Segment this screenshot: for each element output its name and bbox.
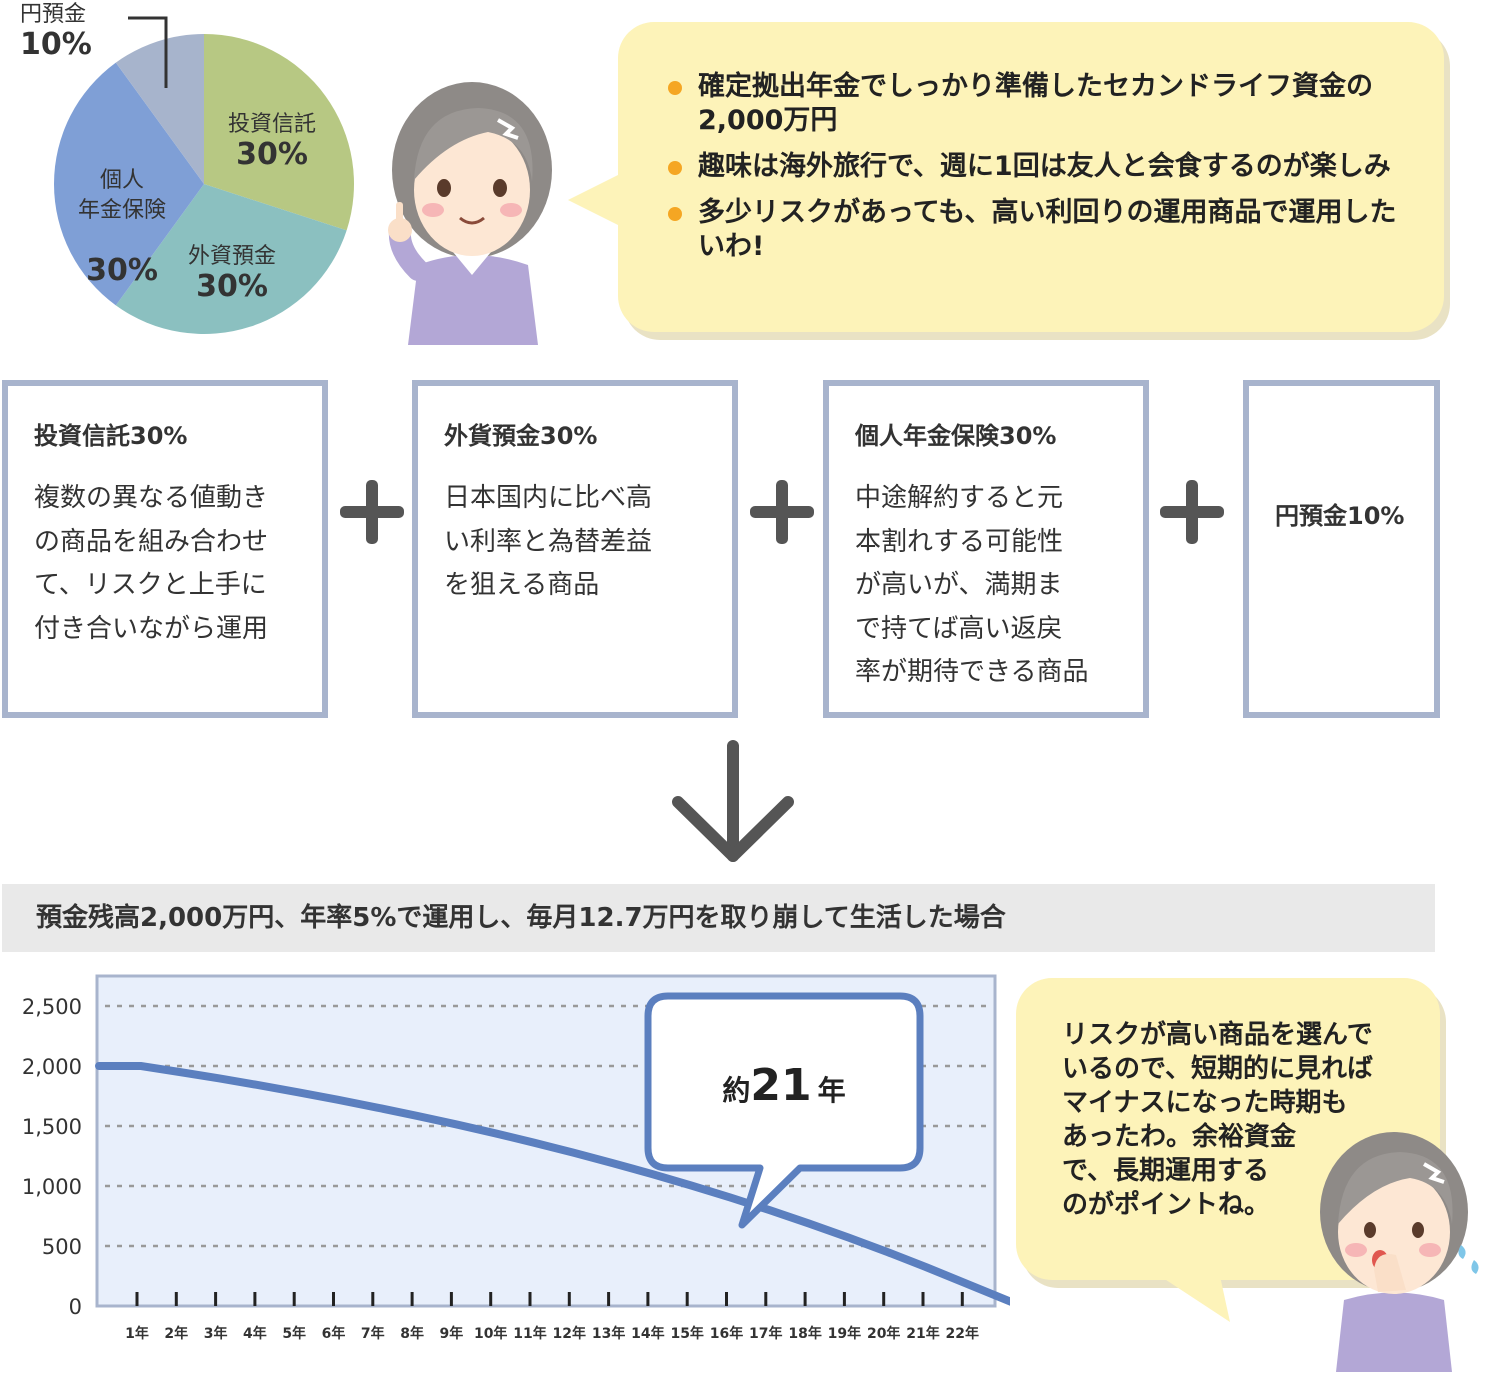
y-tick-label: 500 [42,1235,82,1259]
x-tick-label: 5年 [282,1325,306,1342]
x-tick-label: 7年 [361,1325,385,1342]
card-gaika: 外貨預金30% 日本国内に比べ高 い利率と為替差益 を狙える商品 [412,380,738,718]
pie-slice [204,34,354,231]
pie-chart [54,16,354,334]
card-body: 中途解約すると元 本割れする可能性 が高いが、満期ま で持てば高い返戻 率が期待… [855,483,1089,687]
pie-slice-percent: 30% [196,269,268,304]
x-tick-label: 10年 [474,1325,507,1342]
pie-slice [115,34,204,184]
x-tick-label: 18年 [788,1325,821,1342]
arrow-down-icon [672,740,794,862]
card-title: 円預金10% [1275,502,1405,530]
card-yen: 円預金10% [1243,380,1440,718]
card-kojin-nenkin: 個人年金保険30% 中途解約すると元 本割れする可能性 が高いが、満期ま で持て… [823,380,1149,718]
advice-text: リスクが高い商品を選んで いるので、短期的に見れば マイナスになった時期も あっ… [1062,1020,1373,1220]
pie-slice-label: 投資信託 [227,112,316,137]
callout-suffix: 年 [818,1074,846,1107]
speech-bubble-tail [1160,1276,1230,1322]
plus-icon [1160,480,1224,544]
surprised-woman-illustration [1320,1132,1479,1372]
x-tick-label: 17年 [749,1325,782,1342]
x-tick-label: 2年 [164,1325,188,1342]
x-tick-label: 9年 [440,1325,464,1342]
x-tick-label: 6年 [322,1325,346,1342]
callout-prefix: 約 [722,1074,750,1107]
pie-label-kojin: 個人 年金保険 30% [60,136,184,316]
pie-slice-percent: 10% [20,27,92,62]
x-tick-label: 3年 [204,1325,228,1342]
profile-bullet: 多少リスクがあっても、高い利回りの運用商品で運用したいわ! [668,196,1408,264]
x-tick-label: 11年 [513,1325,546,1342]
plus-icon [750,480,814,544]
card-title: 外貨預金30% [444,422,598,450]
speech-bubble [618,22,1444,332]
simulation-condition: 預金残高2,000万円、年率5%で運用し、毎月12.7万円を取り崩して生活した場… [2,884,1435,952]
plus-icon [340,480,404,544]
x-tick-label: 1年 [125,1325,149,1342]
x-tick-label: 8年 [400,1325,424,1342]
x-tick-label: 21年 [906,1325,939,1342]
x-tick-label: 20年 [867,1325,900,1342]
x-tick-label: 14年 [631,1325,664,1342]
pie-slice-label: 外資預金 [187,244,276,269]
pie-slice [115,184,347,334]
card-title: 投資信託30% [34,422,188,450]
pie-label-toushin: 投資信託 30% [212,110,332,170]
callout-number: 21 [750,1060,811,1111]
y-tick-label: 1,500 [22,1115,82,1139]
pie-slice-label: 個人 年金保険 [77,168,166,223]
card-toushin: 投資信託30% 複数の異なる値動き の商品を組み合わせ て、リスクと上手に 付き… [2,380,328,718]
x-tick-label: 12年 [553,1325,586,1342]
pie-label-gaishi: 外資預金 30% [172,242,292,302]
x-tick-label: 13年 [592,1325,625,1342]
balance-line-chart: 0 500 1,000 1,500 2,000 2,500 1年 2年 3年 4年 5年 6年 7年 8… [22,974,1010,1342]
card-body: 複数の異なる値動き の商品を組み合わせ て、リスクと上手に 付き合いながら運用 [34,483,269,644]
pie-label-yen: 円預金 10% [20,0,92,60]
pie-slice-percent: 30% [86,253,158,288]
x-tick-label: 4年 [243,1325,267,1342]
x-tick-label: 15年 [670,1325,703,1342]
profile-bullet: 確定拠出年金でしっかり準備したセカンドライフ資金の2,000万円 [668,70,1408,138]
senior-woman-illustration [388,82,552,345]
pie-slice-label: 円預金 [20,2,87,27]
x-tick-label: 16年 [710,1325,743,1342]
y-tick-label: 2,500 [22,995,82,1019]
y-tick-label: 2,000 [22,1055,82,1079]
card-title: 個人年金保険30% [855,422,1057,450]
x-tick-label: 19年 [828,1325,861,1342]
series-line [95,1062,1010,1306]
pie-slice-percent: 30% [236,137,308,172]
x-tick-label: 22年 [946,1325,979,1342]
pie-callout-line [128,16,168,88]
pie-slice [54,62,204,306]
profile-bullet-list: 確定拠出年金でしっかり準備したセカンドライフ資金の2,000万円 趣味は海外旅行… [668,70,1408,276]
profile-bullet: 趣味は海外旅行で、週に1回は友人と会食するのが楽しみ [668,150,1408,184]
y-tick-label: 0 [69,1295,82,1319]
y-tick-label: 1,000 [22,1175,82,1199]
card-body: 日本国内に比べ高 い利率と為替差益 を狙える商品 [444,483,653,600]
